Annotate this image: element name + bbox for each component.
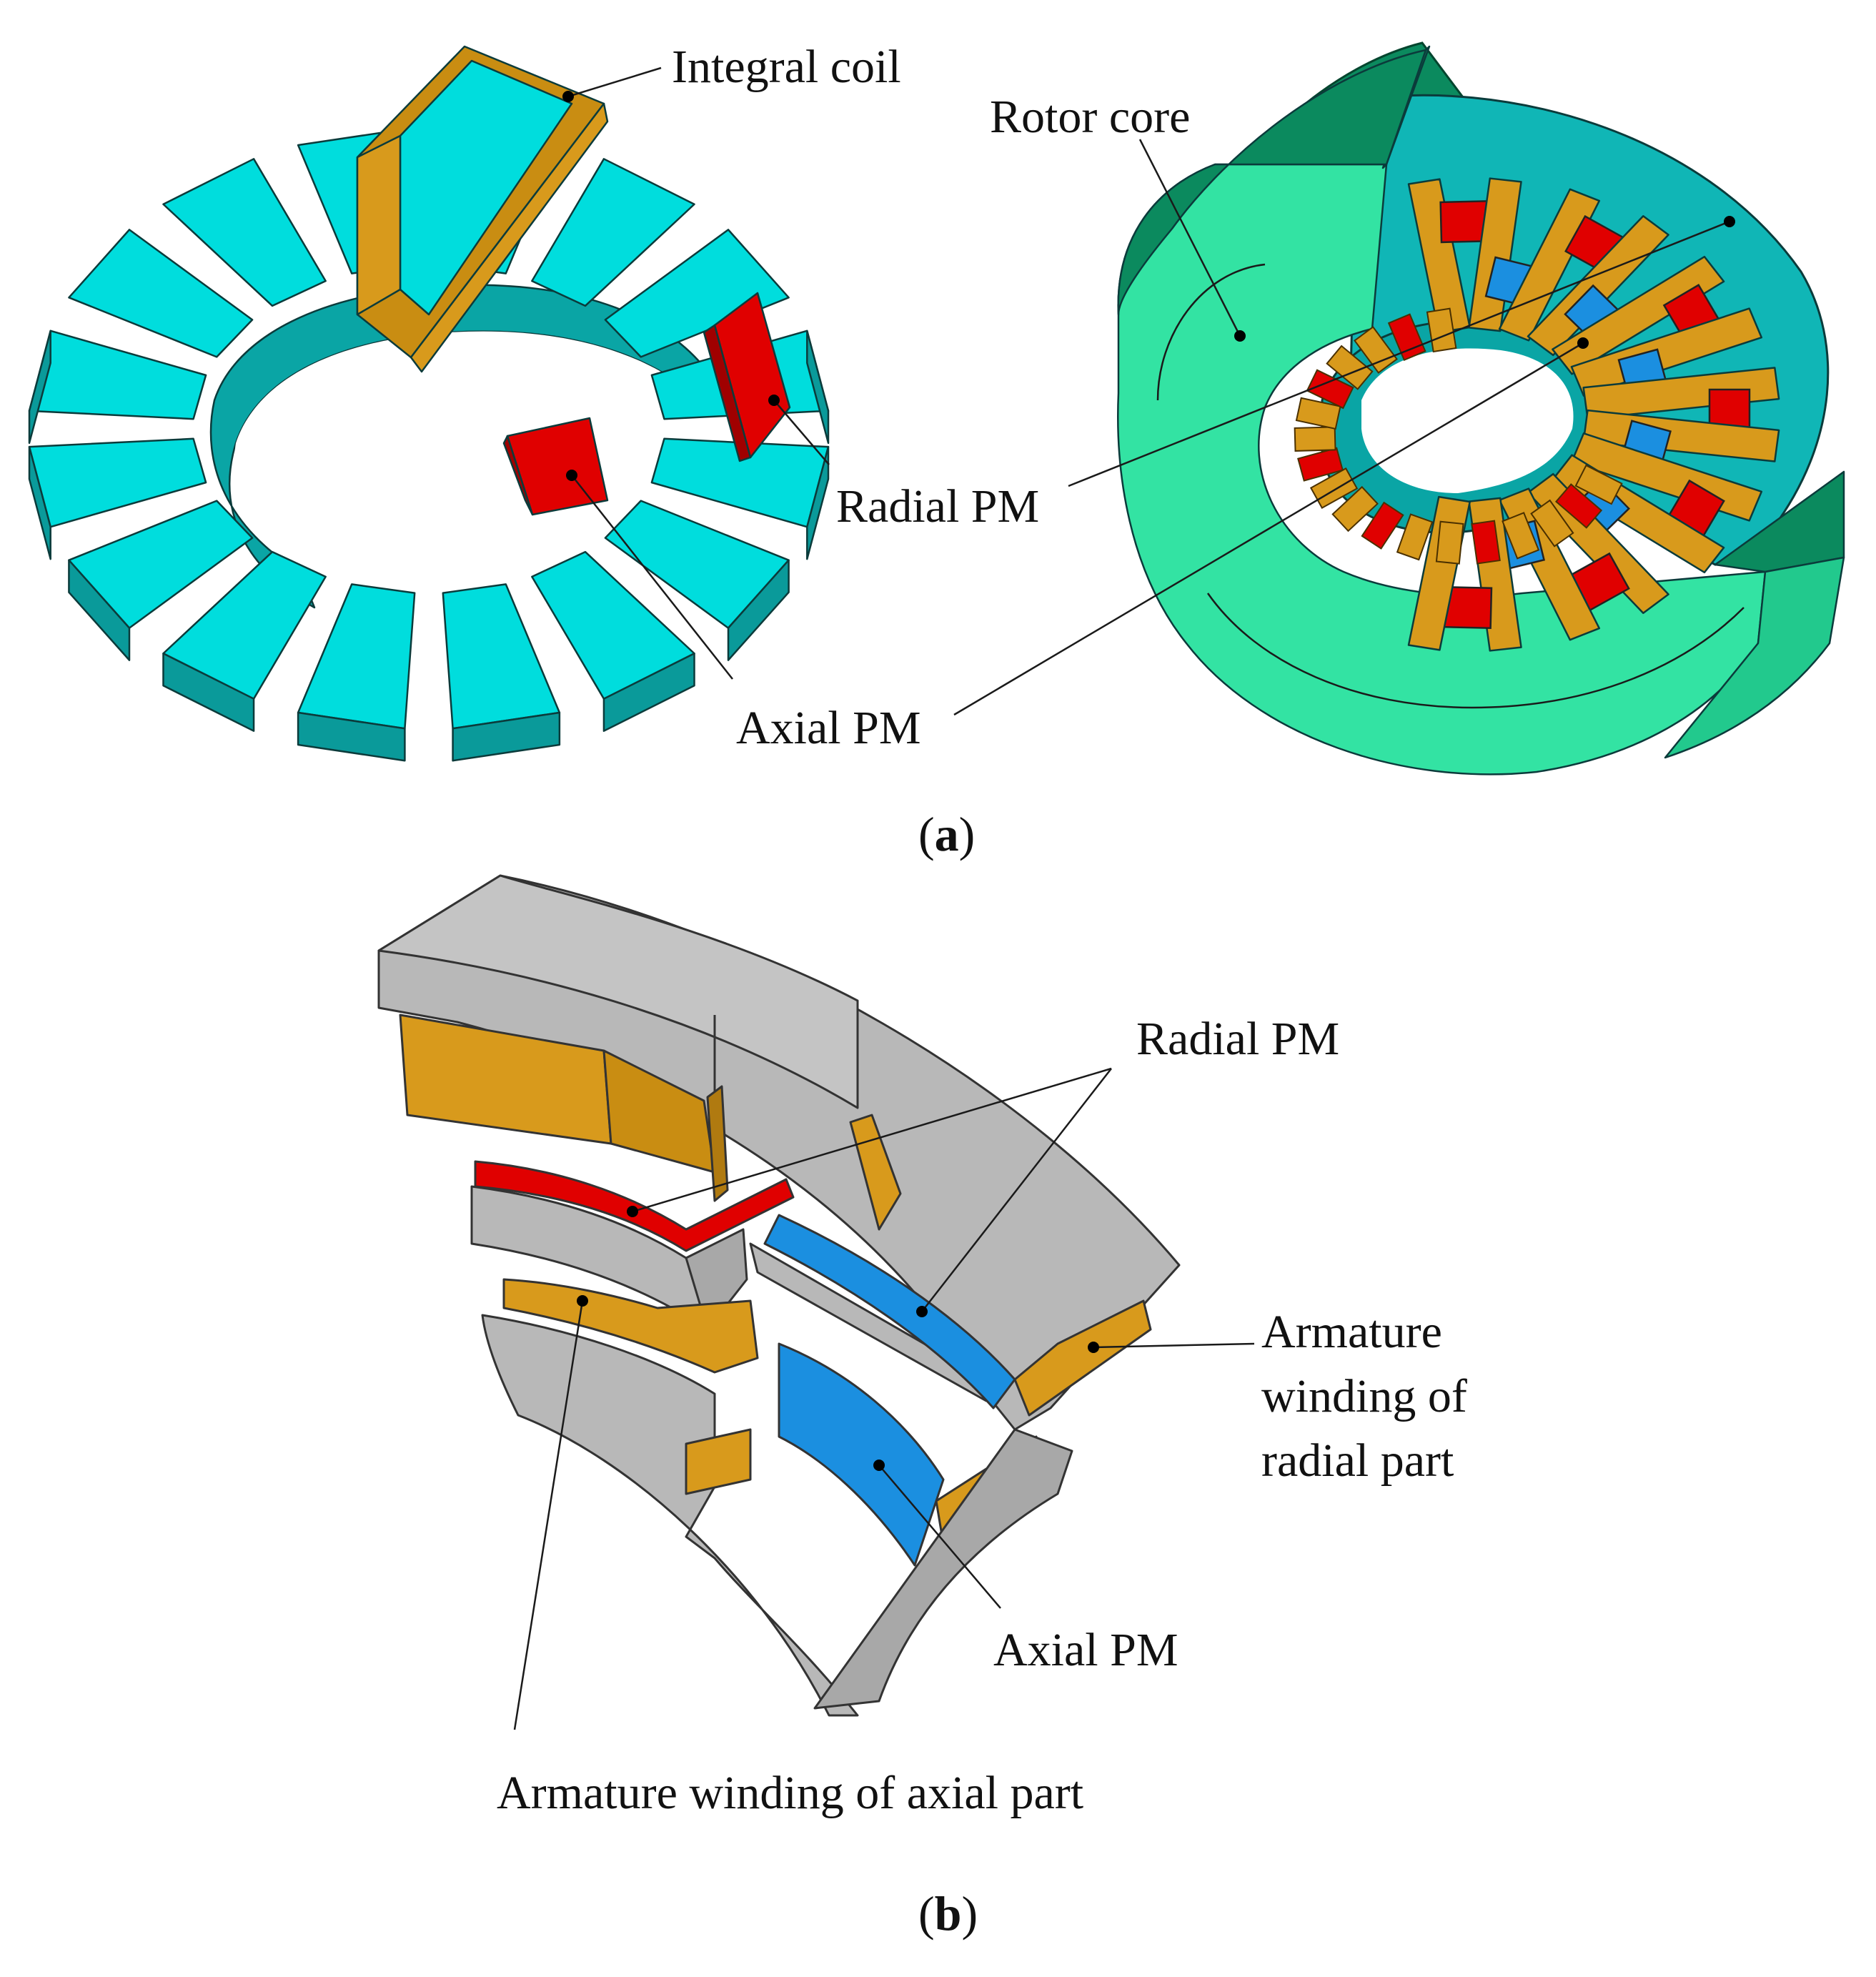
rotor-coil-bar xyxy=(1570,307,1763,397)
rotor-inner-segment xyxy=(1297,447,1344,482)
stator-tooth-side xyxy=(452,711,561,762)
stator-tooth xyxy=(28,330,207,420)
segment-model xyxy=(377,874,1181,1717)
stator-tooth-side xyxy=(806,330,830,445)
integral-coil xyxy=(356,45,609,373)
rotor-inner-segment xyxy=(1574,464,1623,505)
label-integral-coil: Integral coil xyxy=(672,41,901,93)
stator-tooth-side xyxy=(806,445,830,560)
radial-pm-left xyxy=(703,292,791,462)
stator-tooth-side xyxy=(68,559,131,661)
label-armature-radial-line3: radial part xyxy=(1261,1435,1454,1487)
rotor-inner-segment xyxy=(1295,397,1341,430)
stator-inner-bore xyxy=(234,331,733,593)
axial-pm-left xyxy=(502,417,609,516)
rotor-inner-segment xyxy=(1361,501,1404,550)
rotor-inner-segment xyxy=(1554,483,1603,529)
rotor-internals-group xyxy=(1294,177,1780,652)
rotor-inner-segment xyxy=(1435,520,1464,565)
label-radial-pm-a: Radial PM xyxy=(836,480,1039,532)
rotor-coil-bar xyxy=(1527,214,1669,357)
axial-pm-b xyxy=(778,1342,945,1567)
stator-tooth xyxy=(442,583,561,730)
stator-tooth-side xyxy=(602,653,695,732)
label-axial-pm-a: Axial PM xyxy=(736,702,921,754)
rotor-inner-segment xyxy=(1426,307,1457,353)
stator-tooth xyxy=(162,158,327,307)
stator-tooth xyxy=(531,158,695,307)
caption-a-letter: a xyxy=(935,807,959,861)
stator-tooth xyxy=(604,229,790,358)
stator-tooth-side xyxy=(162,653,255,732)
rotor-inner-segment xyxy=(1396,513,1434,561)
rotor-inner-segment xyxy=(1294,426,1336,452)
stator-tooth-side xyxy=(28,330,51,445)
caption-a: (a) xyxy=(918,807,975,861)
rotor-coil-bar xyxy=(1468,177,1522,332)
caption-b: (b) xyxy=(918,1886,978,1941)
segment-lower-core xyxy=(481,1314,859,1717)
rotor-inner-segment xyxy=(1471,520,1501,565)
stator-tooth xyxy=(28,437,207,528)
rotor-inner-segment xyxy=(1502,512,1540,560)
stator-tooth xyxy=(68,229,254,358)
label-rotor-core: Rotor core xyxy=(990,91,1190,143)
rotor-inner-segment xyxy=(1354,326,1398,374)
rotor-inner-segment xyxy=(1387,313,1426,362)
caption-b-letter: b xyxy=(935,1886,962,1941)
axial-pm-b-top xyxy=(763,1214,1016,1409)
rotor-model xyxy=(1117,41,1845,776)
label-radial-pm-b: Radial PM xyxy=(1136,1013,1339,1065)
label-axial-pm-b: Axial PM xyxy=(993,1624,1178,1676)
leader-lines xyxy=(513,66,1735,1730)
label-armature-axial: Armature winding of axial part xyxy=(497,1767,1083,1819)
stator-tooth-side xyxy=(297,711,406,762)
stator-tooth-side xyxy=(28,445,51,560)
stator-tooth-side xyxy=(727,559,790,661)
rotor-inner-segment xyxy=(1331,485,1379,532)
label-armature-radial-line1: Armature xyxy=(1261,1306,1442,1358)
rotor-inner-segment xyxy=(1530,499,1574,547)
stator-tooth xyxy=(297,583,416,730)
label-armature-radial-line2: winding of xyxy=(1261,1370,1467,1422)
